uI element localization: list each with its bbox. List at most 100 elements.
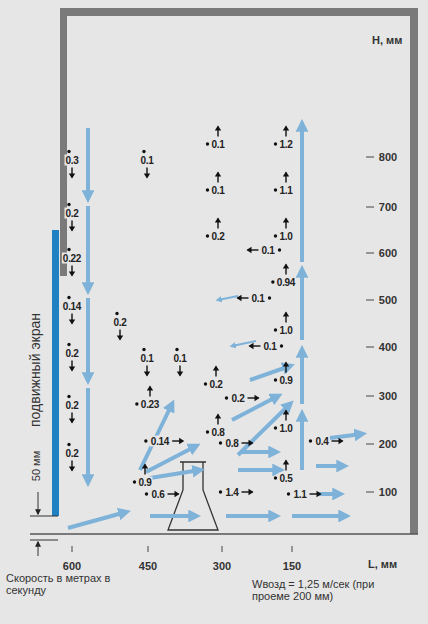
dim-line: [30, 516, 58, 517]
measure-point: [204, 382, 207, 385]
flow-direction-head: [69, 320, 75, 325]
measure-point: [67, 443, 70, 446]
axis-label: 700: [379, 201, 397, 213]
velocity-value: 0.2: [64, 208, 79, 219]
velocity-value: 0.8: [224, 438, 239, 449]
flow-direction-head: [283, 218, 289, 223]
flow-direction-head: [255, 395, 260, 401]
flow-direction-head: [117, 336, 123, 341]
velocity-value: 0.5: [278, 473, 293, 484]
velocity-value: 0.9: [137, 477, 152, 488]
velocity-value: 0.14: [150, 436, 170, 447]
flow-direction-head: [283, 264, 289, 269]
flow-direction-head: [213, 366, 219, 371]
axis-label: 400: [379, 341, 397, 353]
velocity-value: 0.2: [208, 379, 223, 390]
velocity-value: 1.4: [224, 487, 239, 498]
measure-point: [175, 348, 178, 351]
axis-label: 100: [379, 486, 397, 498]
measure-point: [144, 439, 147, 442]
flow-direction-head: [317, 491, 322, 497]
measure-point: [219, 490, 222, 493]
measure-point: [274, 328, 277, 331]
weak-airflow-arrows: [218, 296, 256, 346]
velocity-value: 0.14: [62, 301, 82, 312]
dim-arrow: [38, 492, 39, 514]
velocity-value: 1.2: [278, 139, 293, 150]
flow-direction-head: [236, 295, 241, 301]
flow-direction-head: [144, 372, 150, 377]
note-label: подвижный экран: [28, 313, 43, 427]
velocity-value: 0.2: [210, 231, 225, 242]
velocity-value: 0.2: [64, 400, 79, 411]
measure-point: [274, 476, 277, 479]
flow-direction-head: [249, 440, 254, 446]
velocity-value: 0.1: [139, 155, 154, 166]
velocity-value: 0.2: [112, 317, 127, 328]
measure-point: [67, 248, 70, 251]
flow-direction-head: [175, 491, 180, 497]
velocity-value: 0.2: [64, 448, 79, 459]
flow-direction-head: [215, 414, 221, 419]
axis-label: 200: [379, 438, 397, 450]
measure-point: [309, 439, 312, 442]
flow-direction-head: [283, 126, 289, 131]
measure-point: [67, 203, 70, 206]
note-label: Скорость в метрах в секунду: [6, 572, 126, 596]
velocity-value: 0.94: [276, 277, 296, 288]
velocity-value: 0.1: [260, 245, 275, 256]
axis-label: 500: [379, 294, 397, 306]
velocity-value: 0.4: [314, 436, 329, 447]
velocity-value: 1.0: [278, 423, 293, 434]
velocity-value: 0.6: [150, 489, 165, 500]
airflow-arrows: [68, 124, 362, 528]
measure-point: [142, 150, 145, 153]
flow-direction-head: [283, 410, 289, 415]
axis-label: 450: [139, 560, 157, 572]
flow-direction-head: [249, 489, 254, 495]
measure-point: [268, 296, 271, 299]
note-label: Wвозд = 1,25 м/сек (при проеме 200 мм): [252, 578, 412, 602]
note-label: 50 мм: [30, 451, 42, 481]
flow-direction-head: [147, 386, 153, 391]
flow-direction-head: [248, 343, 253, 349]
axis-label: 800: [379, 151, 397, 163]
flow-direction-head: [215, 218, 221, 223]
flow-direction-head: [69, 367, 75, 372]
measure-point: [287, 492, 290, 495]
work-surface: [30, 533, 418, 535]
measure-point: [278, 248, 281, 251]
flow-direction-head: [179, 438, 184, 444]
velocity-value: 0.2: [230, 393, 245, 404]
measure-point: [274, 378, 277, 381]
flow-direction-head: [283, 312, 289, 317]
measure-point: [271, 280, 274, 283]
measure-point: [274, 142, 277, 145]
axis-label: 300: [213, 560, 231, 572]
velocity-value: 0.22: [62, 253, 82, 264]
velocity-value: 1.1: [292, 489, 307, 500]
velocity-value: 0.1: [262, 341, 277, 352]
velocity-value: 0.3: [64, 155, 79, 166]
measure-point: [274, 188, 277, 191]
velocity-value: 0.2: [64, 348, 79, 359]
velocity-value: 0.1: [210, 139, 225, 150]
velocity-value: 1.1: [278, 185, 293, 196]
measure-point: [206, 188, 209, 191]
velocity-value: 0.23: [140, 399, 160, 410]
axis-label: 150: [283, 560, 301, 572]
velocity-value: 0.1: [172, 353, 187, 364]
measure-point: [67, 343, 70, 346]
flow-direction-head: [283, 362, 289, 367]
flow-direction-head: [142, 464, 148, 469]
flow-direction-head: [69, 174, 75, 179]
measure-point: [115, 312, 118, 315]
measure-point: [225, 396, 228, 399]
velocity-value: 0.8: [210, 427, 225, 438]
flow-direction-head: [215, 172, 221, 177]
measure-point: [274, 426, 277, 429]
velocity-value: 0.1: [210, 185, 225, 196]
axis-ticks: [72, 157, 374, 552]
